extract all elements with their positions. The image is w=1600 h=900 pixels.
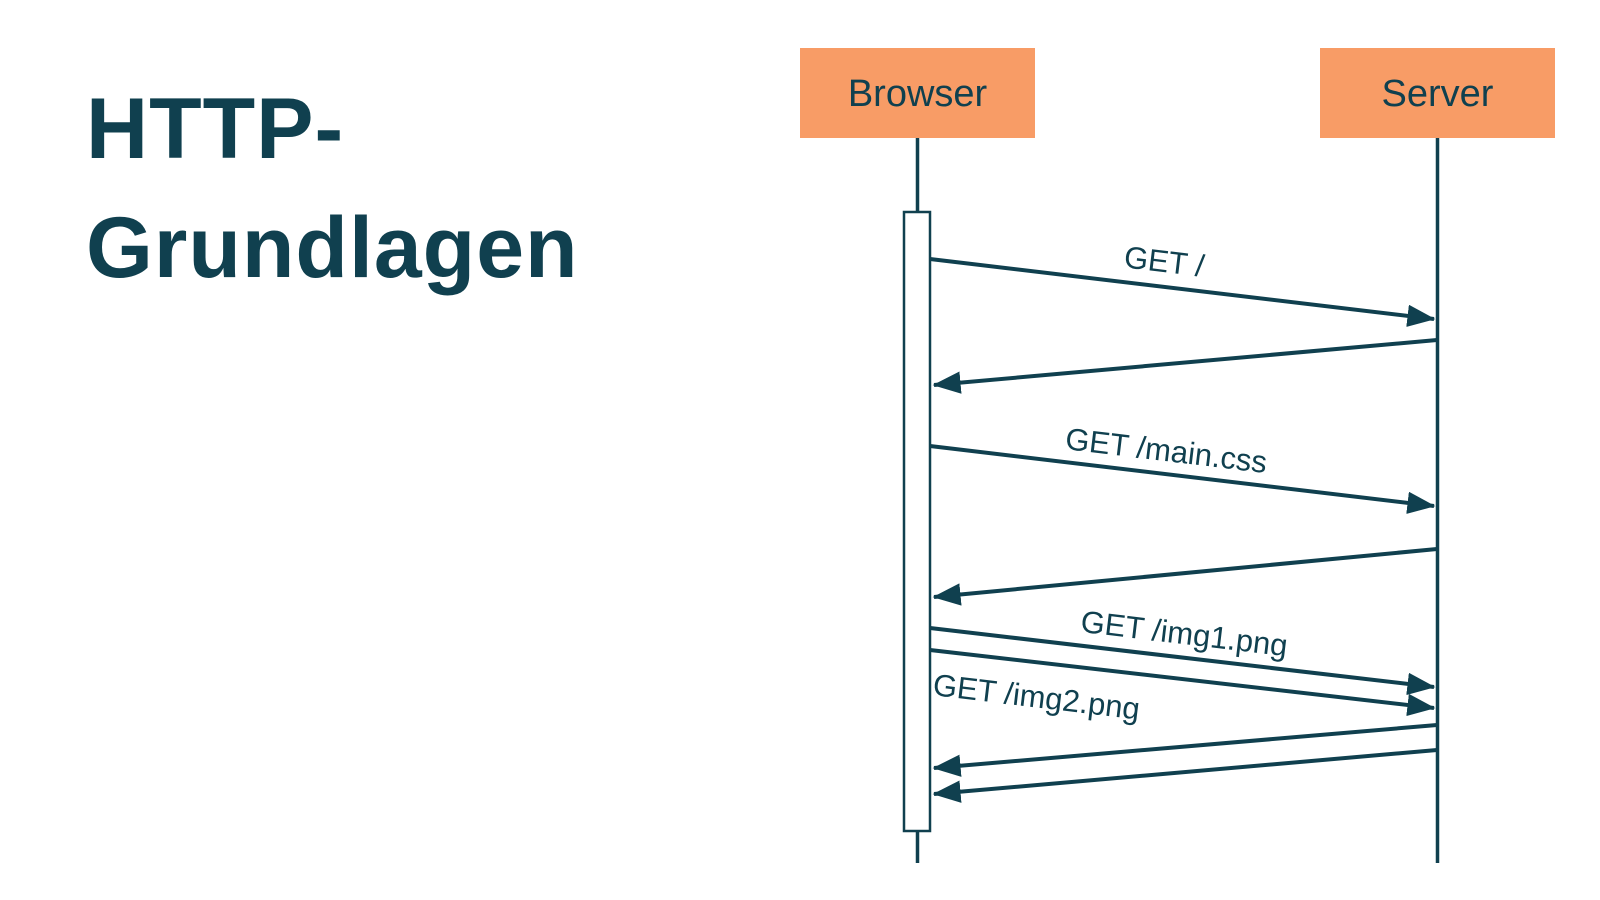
message-arrow-request-main-css xyxy=(929,444,1436,514)
actor-box-server xyxy=(1320,48,1555,138)
message-arrow-request-img2 xyxy=(929,648,1436,717)
message-label-get-root: GET / xyxy=(1122,239,1206,283)
actor-box-browser xyxy=(800,48,1035,138)
message-arrow-response-1 xyxy=(932,338,1438,394)
message-label-get-main-css: GET /main.css xyxy=(1064,421,1269,480)
message-label-get-img1: GET /img1.png xyxy=(1079,604,1290,663)
message-arrow-response-4 xyxy=(932,748,1438,803)
page-title: HTTP- Grundlagen xyxy=(86,70,579,308)
actor-label-server: Server xyxy=(1382,73,1494,115)
message-arrow-response-3 xyxy=(932,723,1438,777)
title-line-1: HTTP- xyxy=(86,81,345,177)
activation-bar-browser xyxy=(902,210,932,833)
message-label-get-img2: GET /img2.png xyxy=(931,667,1142,726)
message-arrow-request-img1 xyxy=(929,626,1436,696)
message-arrow-request-get-root xyxy=(929,257,1436,327)
message-arrow-response-2 xyxy=(932,547,1438,606)
actor-label-browser: Browser xyxy=(848,73,988,115)
title-line-2: Grundlagen xyxy=(86,200,579,296)
